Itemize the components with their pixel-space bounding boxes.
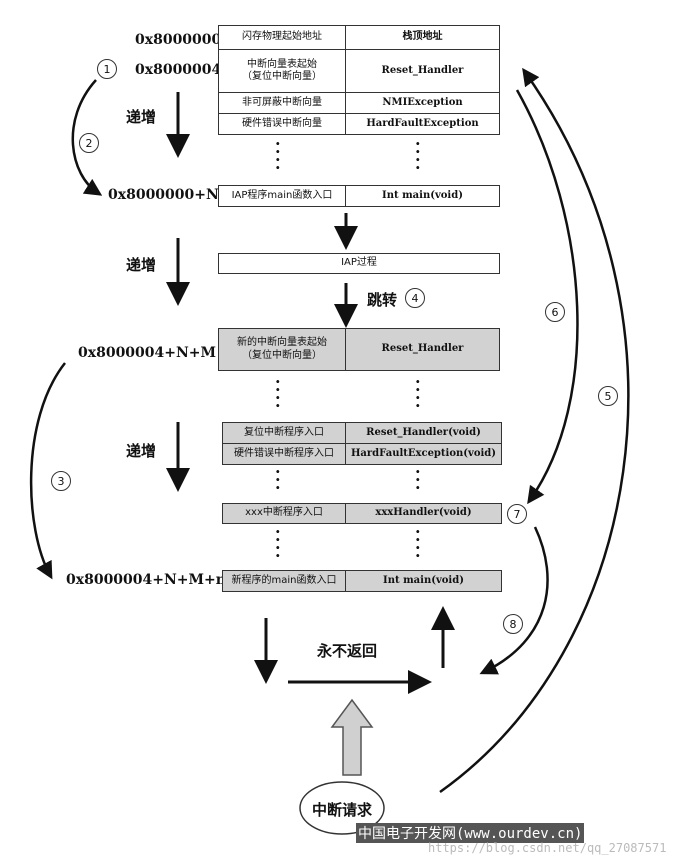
new-vector-right: Reset_Handler: [345, 328, 500, 371]
ellipsis-dots: ····: [415, 522, 421, 565]
table1-left-0: 闪存物理起始地址: [218, 25, 346, 50]
ellipsis-dots: ····: [415, 134, 421, 177]
step-circle-7: 7: [507, 504, 527, 524]
step-circle-2: 2: [79, 133, 99, 153]
step-circle-3: 3: [51, 471, 71, 491]
jump-label: 跳转: [367, 291, 398, 309]
table1-left-3: 硬件错误中断向量: [218, 113, 346, 135]
iap-process-box: IAP过程: [218, 253, 500, 274]
ellipsis-dots: ····: [275, 522, 281, 565]
step-circle-5: 5: [598, 386, 618, 406]
hollow-up-arrow: [330, 698, 374, 776]
interrupt-ellipse: [299, 781, 385, 835]
curve-arrow-3: [29, 362, 66, 580]
iap-main-left: IAP程序main函数入口: [218, 185, 346, 207]
table2-right-1: HardFaultException(void): [345, 443, 502, 465]
table1-right-3: HardFaultException: [345, 113, 500, 135]
new-vector-left: 新的中断向量表起始 （复位中断向量）: [218, 328, 346, 371]
curve-arrow-2: [71, 79, 103, 196]
new-main-left: 新程序的main函数入口: [222, 570, 346, 592]
ellipsis-dots: ····: [415, 372, 421, 415]
watermark-site: 中国电子开发网(www.ourdev.cn): [356, 823, 585, 843]
xxx-right: xxxHandler(void): [345, 503, 502, 524]
table2-right-0: Reset_Handler(void): [345, 422, 502, 444]
curve-arrow-8: [479, 526, 549, 675]
watermark-url: https://blog.csdn.net/qq_27087571: [428, 841, 667, 855]
ellipsis-dots: ····: [275, 372, 281, 415]
increment-label-1: 递增: [126, 108, 157, 126]
ellipsis-dots: ···: [275, 462, 281, 497]
table1-left-1: 中断向量表起始 （复位中断向量）: [218, 49, 346, 93]
address-vector-table: 0x8000004: [135, 62, 222, 78]
iap-main-right: Int main(void): [345, 185, 500, 207]
step-circle-4: 4: [405, 288, 425, 308]
increment-label-2: 递增: [126, 256, 157, 274]
address-iap-main: 0x8000000+N: [108, 187, 219, 203]
table2-left-1: 硬件错误中断程序入口: [222, 443, 346, 465]
never-return-label: 永不返回: [317, 642, 378, 660]
xxx-left: xxx中断程序入口: [222, 503, 346, 524]
address-new-vector: 0x8000004+N+M: [78, 345, 217, 361]
curve-arrow-6: [515, 89, 579, 505]
address-flash-start: 0x8000000: [135, 32, 222, 48]
ellipsis-dots: ····: [275, 134, 281, 177]
interrupt-request-label: 中断请求: [312, 801, 373, 819]
curve-arrow-5: [439, 67, 630, 794]
table2-left-0: 复位中断程序入口: [222, 422, 346, 444]
table1-right-0: 栈顶地址: [345, 25, 500, 50]
table1-right-2: NMIException: [345, 92, 500, 114]
new-main-right: Int main(void): [345, 570, 502, 592]
step-circle-1: 1: [97, 59, 117, 79]
address-new-main: 0x8000004+N+M+n: [66, 572, 226, 588]
ellipsis-dots: ···: [415, 462, 421, 497]
step-circle-6: 6: [545, 302, 565, 322]
step-circle-8: 8: [503, 614, 523, 634]
increment-label-3: 递增: [126, 442, 157, 460]
table1-right-1: Reset_Handler: [345, 49, 500, 93]
table1-left-2: 非可屏蔽中断向量: [218, 92, 346, 114]
